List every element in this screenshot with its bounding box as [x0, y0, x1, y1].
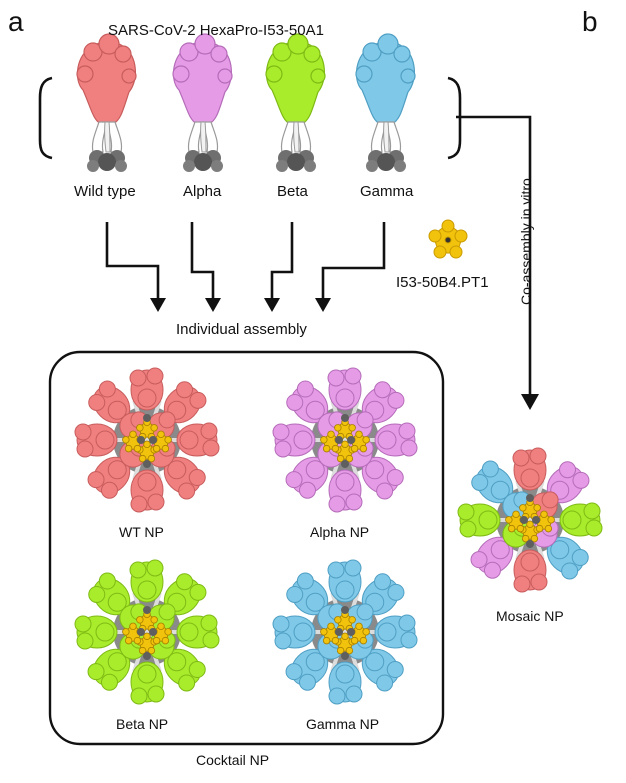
assembly-arrows	[105, 115, 532, 398]
individual-assembly-label: Individual assembly	[176, 321, 307, 338]
spike-gamma	[355, 33, 416, 173]
np-label-alpha: Alpha NP	[310, 524, 370, 540]
mosaic-label: Mosaic NP	[496, 608, 564, 624]
panel-label-b: b	[582, 6, 598, 37]
np-label-gamma: Gamma NP	[306, 716, 380, 732]
bracket-left	[38, 76, 53, 160]
pentamer-label: I53-50B4.PT1	[396, 274, 489, 291]
cocktail-box	[48, 350, 445, 746]
nanoparticle-beta	[74, 559, 220, 705]
spike-beta	[265, 33, 326, 173]
np-label-wt: WT NP	[119, 524, 164, 540]
variant-label-gamma: Gamma	[360, 183, 414, 200]
nanoparticle-gamma	[272, 559, 418, 705]
arrowheads	[150, 298, 539, 410]
spike-alpha	[172, 33, 233, 173]
nanoparticle-alpha	[272, 367, 418, 513]
header-title: SARS-CoV-2 HexaPro-I53-50A1	[108, 22, 324, 39]
cocktail-label: Cocktail NP	[196, 752, 270, 768]
np-label-beta: Beta NP	[116, 716, 169, 732]
variant-label-beta: Beta	[277, 183, 308, 200]
nanoparticle-mosaic	[457, 447, 603, 593]
spike-trimers	[76, 33, 416, 173]
pentamer-icon	[428, 219, 468, 259]
panel-label-a: a	[8, 6, 24, 37]
variant-label-wild-type: Wild type	[74, 183, 136, 200]
nanoparticle-wt	[74, 367, 220, 513]
variant-label-alpha: Alpha	[183, 183, 222, 200]
spike-wild-type	[76, 33, 137, 173]
bracket-right	[447, 76, 462, 160]
coassembly-label: Co-assembly in vitro	[518, 178, 534, 305]
